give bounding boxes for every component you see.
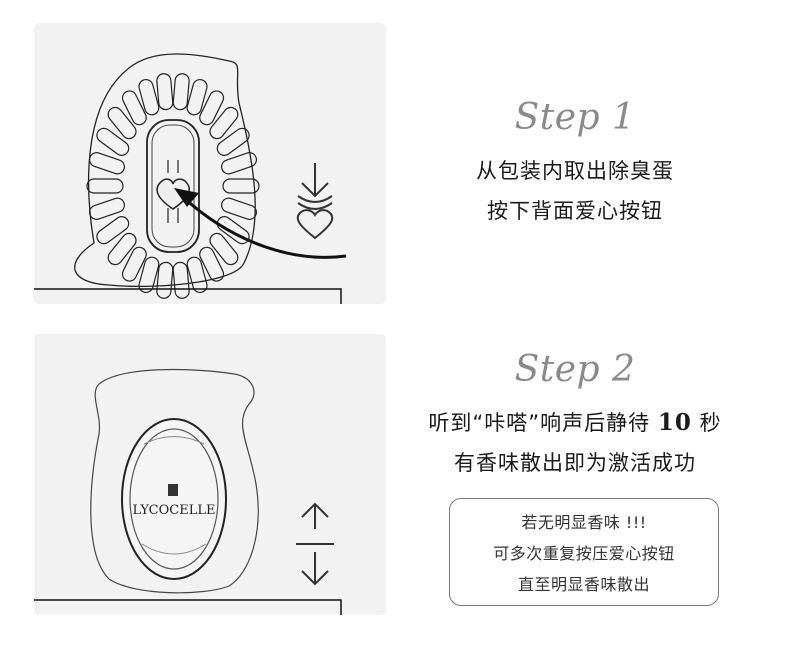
deodorizer-back-illustration bbox=[34, 53, 347, 304]
wait-seconds: 10 bbox=[657, 409, 692, 436]
step2-title: Step 2 bbox=[514, 349, 636, 390]
vent-slot bbox=[138, 78, 160, 116]
tip-line2: 可多次重复按压爱心按钮 bbox=[493, 544, 675, 563]
vent-slot bbox=[138, 256, 160, 294]
vent-slot bbox=[121, 90, 147, 126]
vent-slot bbox=[209, 106, 239, 140]
vent-slot bbox=[172, 73, 190, 111]
product-logo: LYCOCELLE bbox=[133, 503, 216, 518]
vent-slot bbox=[199, 90, 225, 126]
step1-instruction-line1: 从包装内取出除臭蛋 bbox=[476, 159, 674, 183]
vent-slot bbox=[156, 261, 174, 299]
heart-button-icon bbox=[156, 178, 190, 210]
vent-slot bbox=[222, 178, 260, 194]
vent-slots bbox=[86, 73, 260, 299]
arrow-icon bbox=[182, 196, 347, 259]
step1-instruction-line2: 按下背面爱心按钮 bbox=[487, 199, 663, 223]
vent-slot bbox=[221, 152, 258, 175]
vent-slot bbox=[88, 197, 125, 220]
deodorizer-front-illustration: LYCOCELLE bbox=[34, 368, 342, 615]
vent-slot bbox=[172, 261, 190, 299]
vent-slot bbox=[156, 73, 174, 111]
vent-slot bbox=[107, 106, 137, 140]
vent-slot bbox=[216, 127, 250, 156]
vent-slot bbox=[107, 232, 137, 266]
seconds-unit: 秒 bbox=[699, 411, 722, 435]
vent-slot bbox=[121, 246, 147, 282]
vent-slot bbox=[88, 152, 125, 175]
press-down-heart-icon bbox=[296, 163, 334, 240]
step2-instruction-line2: 有香味散出即为激活成功 bbox=[454, 451, 696, 475]
vent-slot bbox=[86, 178, 124, 194]
tip-box: 若无明显香味 !!! 可多次重复按压爱心按钮 直至明显香味散出 bbox=[449, 498, 719, 606]
vent-slot bbox=[96, 127, 130, 156]
vent-slot bbox=[209, 232, 239, 266]
vent-slot bbox=[186, 78, 208, 116]
vent-slot bbox=[96, 216, 130, 245]
logo-emblem-icon bbox=[168, 484, 178, 496]
vent-slot bbox=[199, 246, 225, 282]
vent-slot bbox=[221, 197, 258, 220]
step2-line1-text: 听到“咔嗒”响声后静待 bbox=[428, 411, 651, 435]
tip-line1: 若无明显香味 !!! bbox=[521, 513, 647, 532]
up-down-arrows-icon bbox=[296, 502, 334, 586]
step2-instruction-line1: 听到“咔嗒”响声后静待 10 秒 bbox=[395, 407, 755, 437]
step1-illustration bbox=[34, 23, 386, 304]
step2-illustration: LYCOCELLE bbox=[34, 334, 386, 615]
tip-line3: 直至明显香味散出 bbox=[517, 575, 650, 594]
step1-title: Step 1 bbox=[514, 97, 636, 138]
vent-slot bbox=[186, 256, 208, 294]
